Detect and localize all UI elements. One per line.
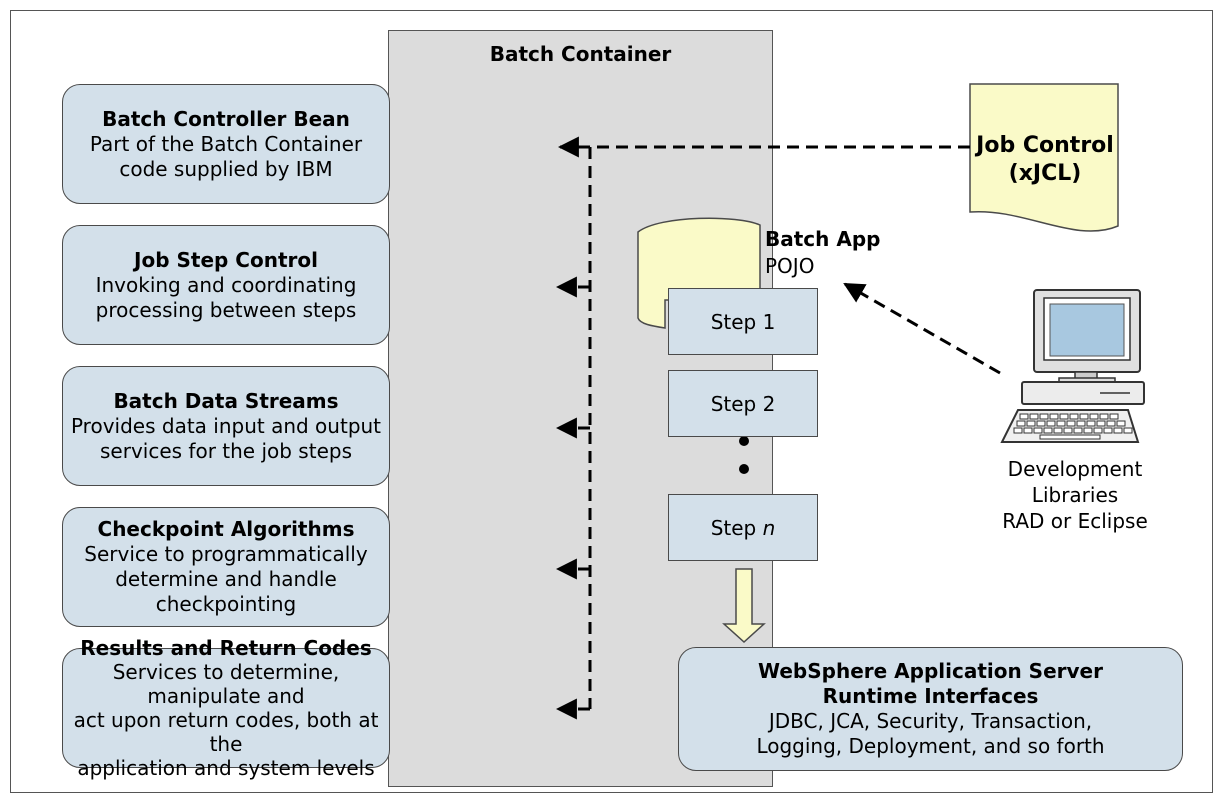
development-label: Development Libraries RAD or Eclipse <box>975 456 1175 534</box>
service-desc-line: code supplied by IBM <box>119 156 333 181</box>
service-title: Results and Return Codes <box>80 636 372 660</box>
step-n-box: Step n <box>668 494 818 561</box>
step-1-box: Step 1 <box>668 288 818 355</box>
job-control-document-shape <box>969 83 1119 232</box>
service-desc-line: determine and handle checkpointing <box>115 567 337 616</box>
batch-app-subtitle: POJO <box>765 254 815 278</box>
dev-to-batch-app-connector <box>843 282 1001 375</box>
runtime-interfaces-box: WebSphere Application Server Runtime Int… <box>678 647 1183 771</box>
job-control-label: Job Control (xJCL) <box>975 132 1115 188</box>
service-desc-line: Service to programmatically <box>84 542 368 566</box>
service-desc-line: application and system levels <box>77 756 375 780</box>
dev-line: Development <box>1007 457 1143 481</box>
batch-app-document-shape <box>637 217 761 329</box>
runtime-title: WebSphere Application Server <box>758 659 1103 683</box>
step-label: Step <box>710 515 763 540</box>
batch-app-label: Batch App POJO <box>765 226 880 280</box>
step-variable: n <box>762 515 776 540</box>
job-control-line: (xJCL) <box>1008 161 1082 186</box>
dashed-connectors <box>555 136 1001 720</box>
dev-line: RAD or Eclipse <box>1002 509 1148 533</box>
job-control-line: Job Control <box>976 133 1114 158</box>
service-batch-controller-bean: Batch Controller Bean Part of the Batch … <box>62 84 390 204</box>
service-desc-line: processing between steps <box>95 297 357 322</box>
service-desc-line: Provides data input and output <box>70 413 382 438</box>
service-results-and-return-codes: Results and Return Codes Services to det… <box>62 636 390 780</box>
step-2-box: Step 2 <box>668 370 818 437</box>
step-ellipsis-dot <box>739 436 749 446</box>
service-title: Job Step Control <box>134 247 318 272</box>
batch-container-title: Batch Container <box>489 42 672 66</box>
service-desc-line: services for the job steps <box>100 438 352 463</box>
step-label: Step 2 <box>710 391 776 416</box>
runtime-subtitle: Runtime Interfaces <box>822 684 1039 708</box>
service-title: Checkpoint Algorithms <box>97 517 355 541</box>
service-desc-line: Services to determine, manipulate and <box>112 660 340 708</box>
service-desc-line: act upon return codes, both at the <box>73 708 379 756</box>
service-desc-line: Part of the Batch Container <box>89 131 363 156</box>
dev-line: Libraries <box>1031 483 1119 507</box>
service-title: Batch Controller Bean <box>102 106 350 131</box>
step-ellipsis-dot <box>739 464 749 474</box>
service-desc-line: Invoking and coordinating <box>95 272 357 297</box>
block-arrow-down <box>722 568 766 644</box>
service-checkpoint-algorithms: Checkpoint Algorithms Service to program… <box>62 507 390 627</box>
runtime-desc-line: JDBC, JCA, Security, Transaction, <box>768 709 1093 733</box>
step-label: Step 1 <box>710 309 776 334</box>
diagram-frame <box>10 10 1213 793</box>
service-title: Batch Data Streams <box>113 388 339 413</box>
runtime-desc-line: Logging, Deployment, and so forth <box>756 734 1105 758</box>
batch-app-title: Batch App <box>765 227 881 251</box>
service-batch-data-streams: Batch Data Streams Provides data input a… <box>62 366 390 486</box>
computer-icon <box>1000 289 1145 443</box>
service-job-step-control: Job Step Control Invoking and coordinati… <box>62 225 390 345</box>
